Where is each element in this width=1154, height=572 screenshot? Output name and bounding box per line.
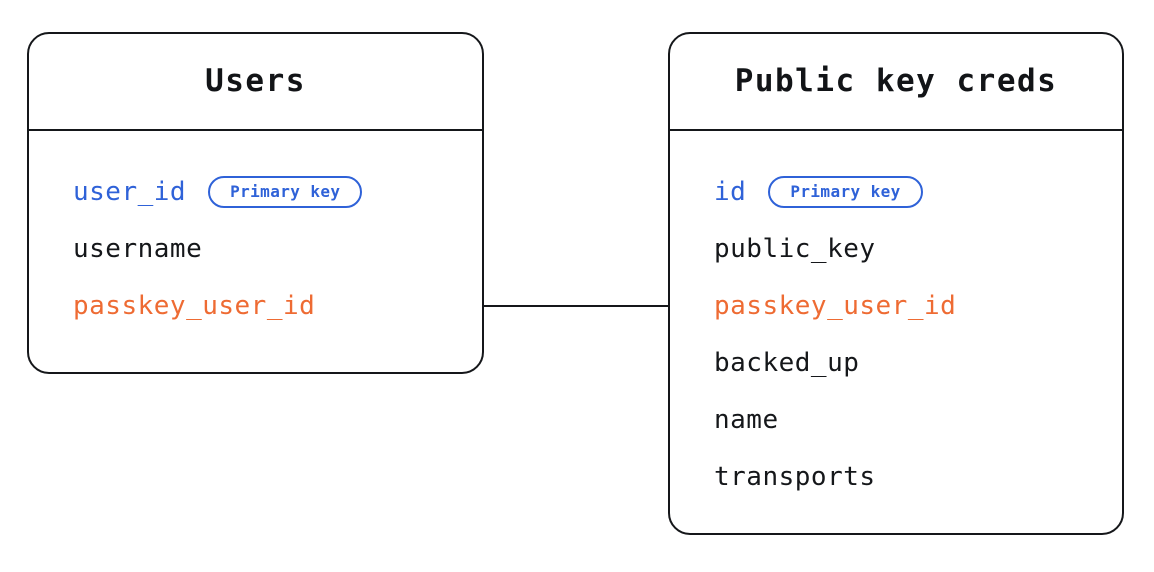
field-name-id: id — [714, 176, 747, 207]
field-name-passkey-user-id: passkey_user_id — [73, 290, 316, 321]
field-row-transports[interactable]: transports — [714, 448, 1122, 505]
field-name-username: username — [73, 233, 203, 264]
entity-users[interactable]: Users user_id Primary key username passk… — [27, 32, 484, 374]
entity-public-key-creds-title: Public key creds — [734, 63, 1058, 99]
field-row-backed-up[interactable]: backed_up — [714, 334, 1122, 391]
field-name-backed-up: backed_up — [714, 347, 860, 378]
field-name-public-key: public_key — [714, 233, 876, 264]
entity-users-field-list: user_id Primary key username passkey_use… — [29, 131, 482, 372]
entity-public-key-creds[interactable]: Public key creds id Primary key public_k… — [668, 32, 1124, 535]
field-name-passkey-user-id: passkey_user_id — [714, 290, 957, 321]
field-row-id[interactable]: id Primary key — [714, 163, 1122, 220]
primary-key-badge: Primary key — [208, 175, 363, 208]
entity-users-header: Users — [29, 34, 482, 131]
field-row-username[interactable]: username — [73, 220, 482, 277]
field-name-user-id: user_id — [73, 176, 187, 207]
entity-public-key-creds-header: Public key creds — [670, 34, 1122, 131]
field-name-name: name — [714, 404, 779, 435]
field-row-public-key[interactable]: public_key — [714, 220, 1122, 277]
relationship-line-users-public-key-creds[interactable] — [483, 305, 670, 307]
primary-key-badge: Primary key — [768, 175, 923, 208]
field-row-passkey-user-id[interactable]: passkey_user_id — [714, 277, 1122, 334]
field-row-user-id[interactable]: user_id Primary key — [73, 163, 482, 220]
entity-users-title: Users — [205, 63, 306, 99]
field-row-passkey-user-id[interactable]: passkey_user_id — [73, 277, 482, 334]
field-row-name[interactable]: name — [714, 391, 1122, 448]
entity-public-key-creds-field-list: id Primary key public_key passkey_user_i… — [670, 131, 1122, 533]
field-name-transports: transports — [714, 461, 876, 492]
